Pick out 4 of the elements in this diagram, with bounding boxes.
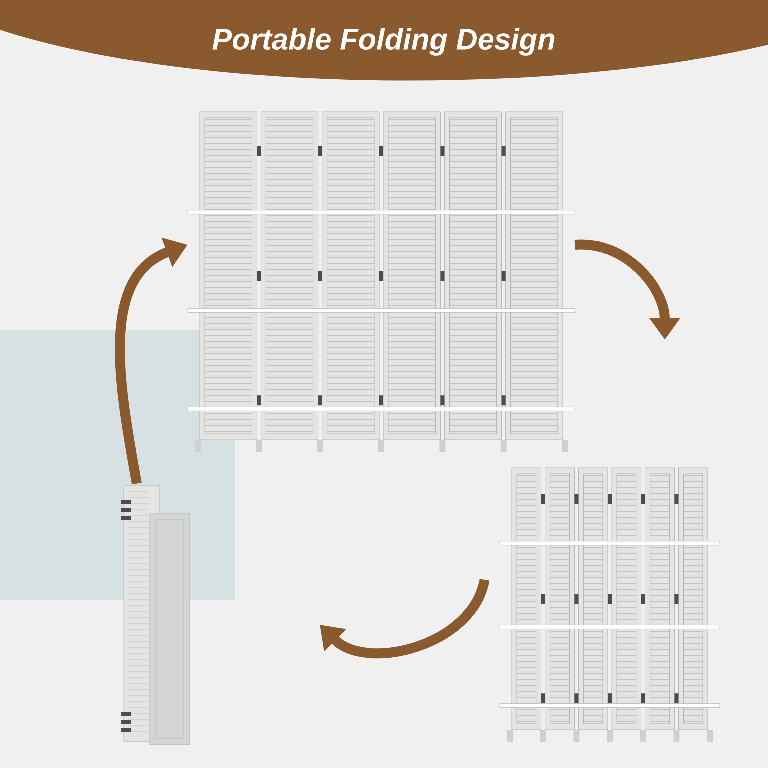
room-divider-drawing xyxy=(188,112,576,452)
title: Portable Folding Design xyxy=(212,28,555,56)
room-divider-drawing xyxy=(121,486,190,746)
room-divider-drawing xyxy=(500,468,720,742)
